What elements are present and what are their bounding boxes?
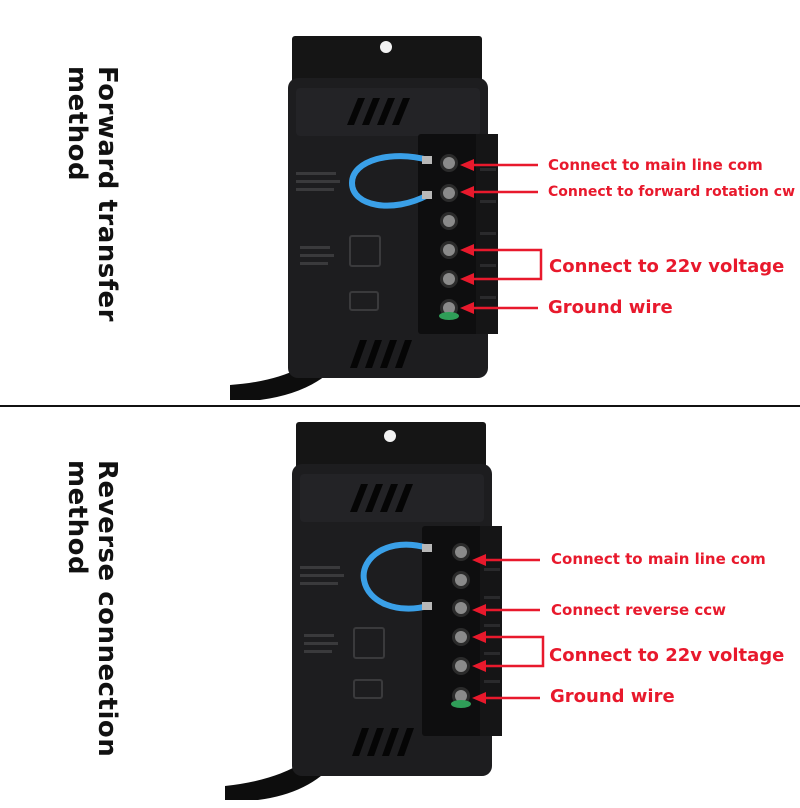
label-main-line-com: Connect to main line com [548, 156, 763, 174]
panel-divider [0, 405, 800, 407]
title-line-2: method [62, 66, 92, 182]
label-ground-wire: Ground wire [550, 686, 675, 707]
label-voltage: Connect to 22v voltage [549, 645, 785, 666]
label-reverse-ccw: Connect reverse ccw [551, 601, 727, 619]
label-forward-rotation: Connect to forward rotation cw [548, 184, 796, 200]
title-line-1: Reverse connection [92, 460, 122, 758]
title-line-1: Forward transfer [92, 66, 122, 322]
reverse-device-illustration [225, 422, 545, 800]
label-voltage: Connect to 22v voltage [549, 256, 785, 277]
title-line-2: method [62, 460, 92, 576]
label-main-line-com: Connect to main line com [551, 550, 766, 568]
forward-panel: Forward transfer method [0, 0, 800, 400]
forward-method-title: Forward transfer method [62, 66, 122, 322]
reverse-panel: Reverse connection method [0, 408, 800, 808]
reverse-method-title: Reverse connection method [62, 460, 122, 757]
label-ground-wire: Ground wire [548, 297, 673, 318]
forward-device-illustration [230, 36, 543, 400]
